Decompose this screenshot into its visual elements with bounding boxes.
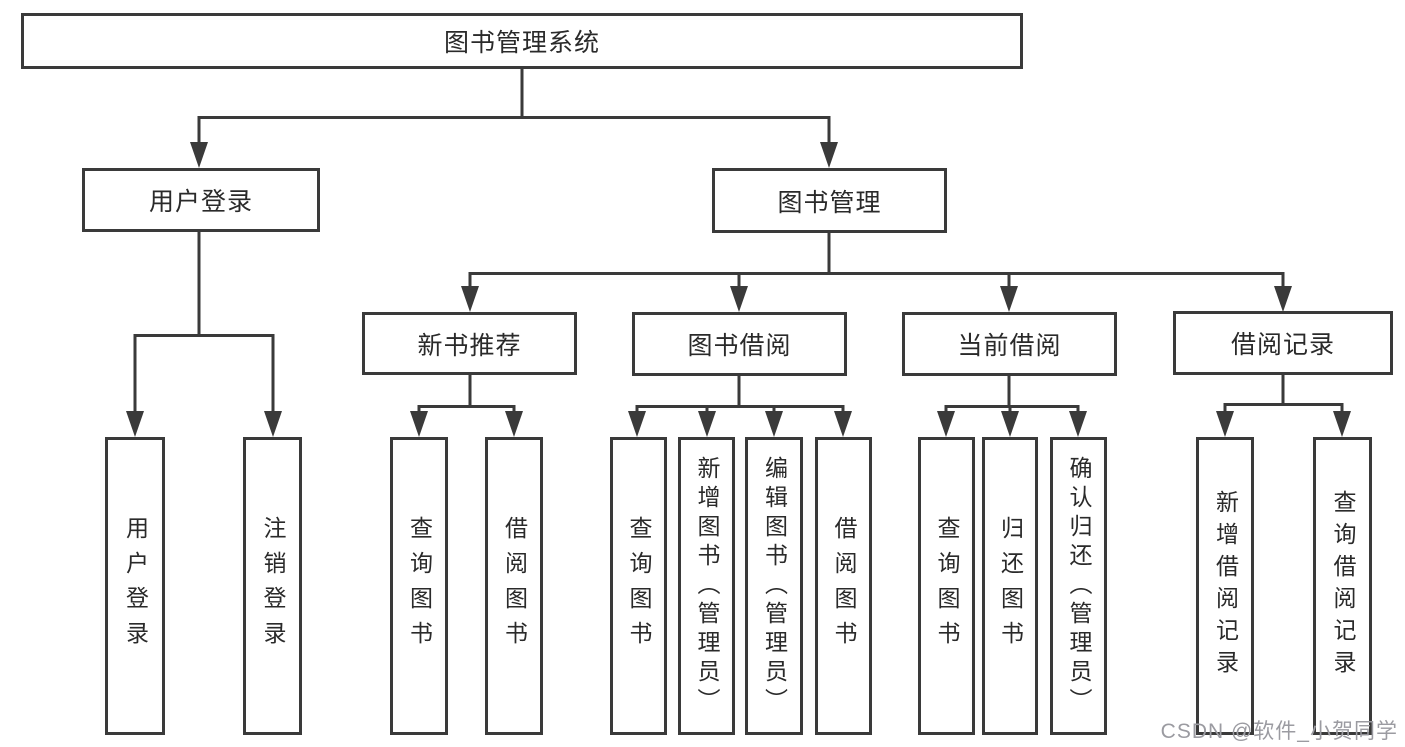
leaf-label: 借阅图书	[831, 516, 857, 656]
leaf-label: 借阅图书	[501, 516, 528, 656]
leaf-current-query-books: 查询图书	[918, 437, 975, 735]
leaf-label: 用户登录	[122, 516, 149, 656]
leaf-label: 新增借阅记录	[1212, 490, 1239, 682]
leaf-confirm-return-admin: 确认归还（管理员）	[1050, 437, 1107, 735]
leaf-logout: 注销登录	[243, 437, 302, 735]
node-label: 图书借阅	[687, 332, 792, 360]
leaf-label: 查询图书	[406, 516, 433, 656]
leaf-add-borrow-record: 新增借阅记录	[1196, 437, 1254, 735]
node-label: 图书管理系统	[443, 29, 600, 57]
node-borrowing-records: 借阅记录	[1173, 311, 1393, 375]
node-label: 图书管理	[777, 188, 882, 217]
node-book-borrowing: 图书借阅	[632, 312, 847, 376]
leaf-recommend-borrow-books: 借阅图书	[485, 437, 543, 735]
leaf-add-books-admin: 新增图书（管理员）	[678, 437, 735, 735]
node-current-borrowing: 当前借阅	[902, 312, 1117, 376]
leaf-label: 注销登录	[260, 516, 286, 656]
leaf-user-login: 用户登录	[105, 437, 165, 735]
leaf-return-books: 归还图书	[982, 437, 1038, 735]
leaf-label: 查询图书	[934, 516, 960, 656]
leaf-label: 查询图书	[626, 516, 652, 656]
leaf-label: 编辑图书（管理员）	[761, 455, 788, 717]
leaf-edit-books-admin: 编辑图书（管理员）	[745, 437, 803, 735]
node-label: 当前借阅	[957, 332, 1062, 360]
node-label: 用户登录	[148, 188, 253, 216]
leaf-label: 归还图书	[997, 516, 1024, 656]
node-user-login: 用户登录	[82, 168, 320, 232]
leaf-recommend-query-books: 查询图书	[390, 437, 448, 735]
leaf-label: 查询借阅记录	[1330, 490, 1356, 682]
watermark: CSDN @软件_小贺同学	[1160, 720, 1398, 743]
node-book-management: 图书管理	[712, 168, 947, 233]
leaf-label: 确认归还（管理员）	[1066, 455, 1092, 717]
node-new-book-recommendation: 新书推荐	[362, 312, 577, 375]
leaf-label: 新增图书（管理员）	[694, 455, 720, 717]
node-root-library-system: 图书管理系统	[21, 13, 1023, 69]
node-label: 借阅记录	[1230, 331, 1335, 359]
leaf-query-borrow-record: 查询借阅记录	[1313, 437, 1372, 735]
leaf-borrow-books: 借阅图书	[815, 437, 872, 735]
node-label: 新书推荐	[417, 331, 522, 360]
leaf-borrowing-query-books: 查询图书	[610, 437, 667, 735]
